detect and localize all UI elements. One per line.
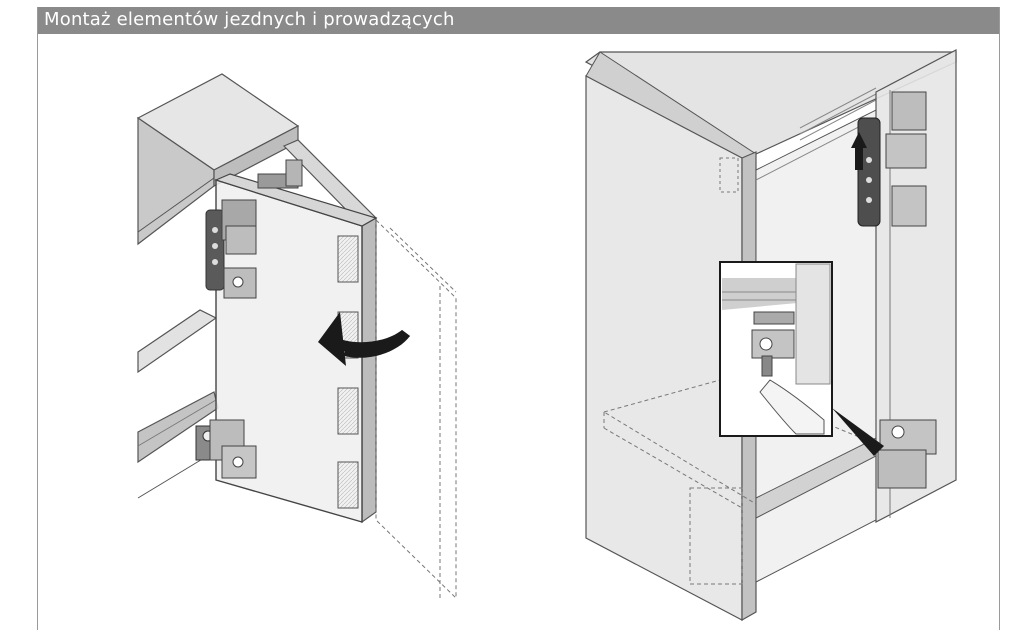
hinge-3	[337, 387, 359, 435]
right-upper-fitting	[857, 91, 927, 227]
door-open-outline	[375, 218, 457, 600]
hinge-row	[337, 235, 359, 509]
detail-inset	[719, 261, 833, 437]
right-cabinet-side-panel	[585, 75, 743, 621]
left-illustration	[136, 73, 457, 600]
right-lower-fitting	[877, 419, 937, 489]
curved-arrow-icon	[318, 312, 410, 366]
top-pivot-fitting	[257, 159, 303, 189]
diagram-frame: Montaż elementów jezdnych i prowadzących	[37, 7, 1000, 630]
upper-carriage	[205, 199, 257, 299]
hinge-4	[337, 461, 359, 509]
section-title: Montaż elementów jezdnych i prowadzących	[44, 9, 455, 30]
hinge-1	[337, 235, 359, 283]
section-header: Montaż elementów jezdnych i prowadzących	[38, 7, 999, 34]
arrow-up-icon	[851, 132, 867, 170]
right-top-rail	[755, 87, 877, 181]
right-illustration	[584, 49, 957, 622]
right-lower-box-dashed	[689, 487, 743, 585]
lower-guide-fitting	[195, 419, 257, 479]
left-cabinet-shelf	[137, 309, 218, 374]
callout-pointer-icon	[832, 408, 884, 456]
